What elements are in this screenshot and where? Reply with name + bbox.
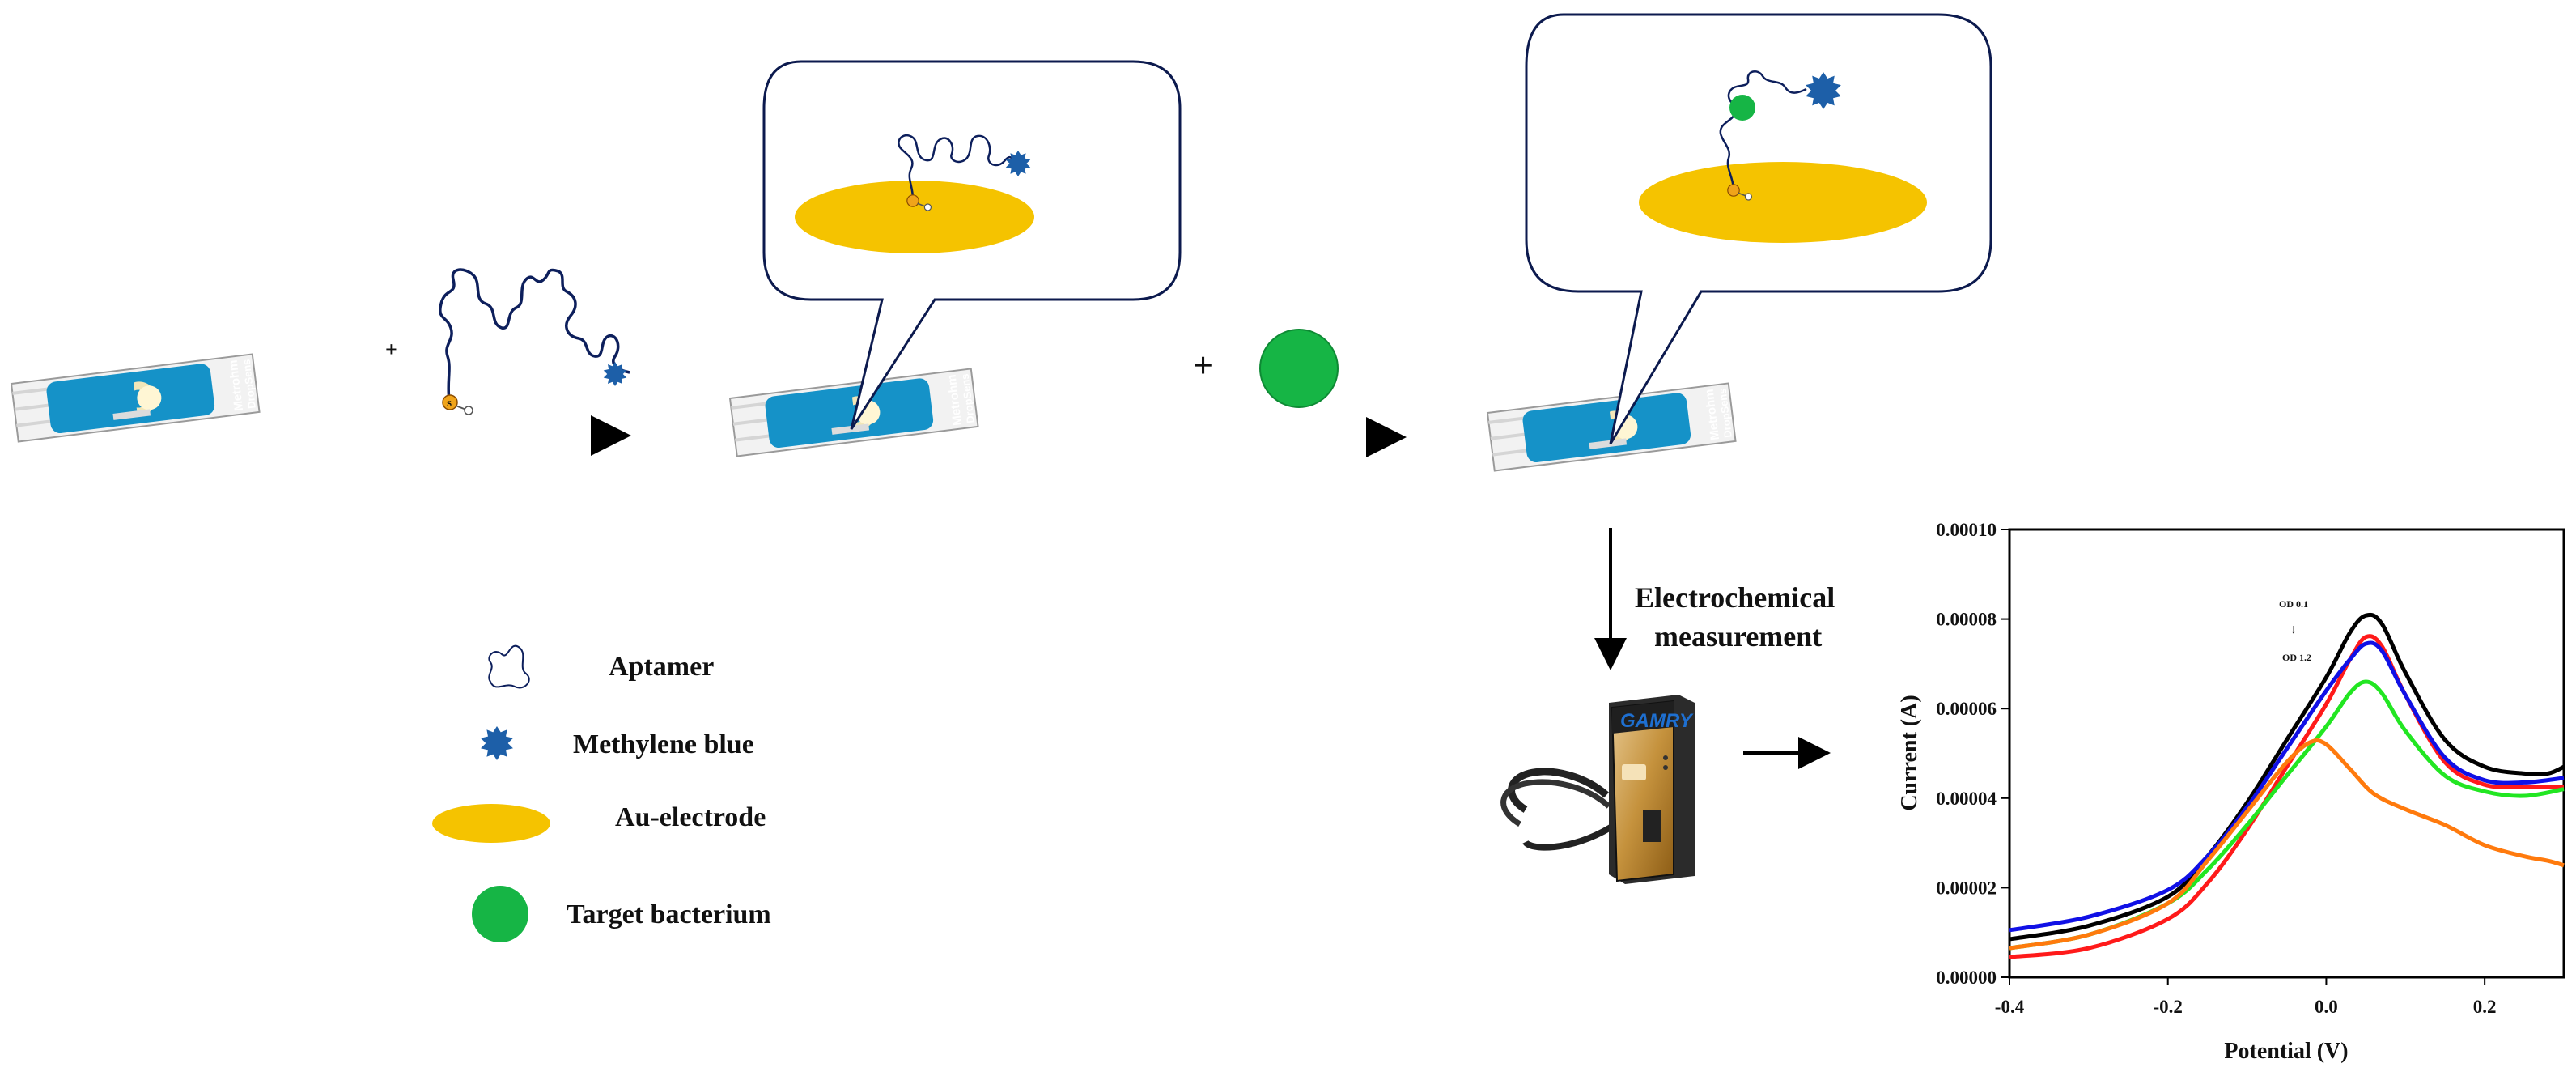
annotation-od-top: OD 0.1 [2279,598,2308,610]
chart-series-group [2009,612,2565,959]
aptamer-icon [488,644,530,689]
target-bacterium-icon [472,886,528,942]
series-line-4 [2009,679,2565,951]
bare-electrode-strip: Metrohm DropSens 220AT [11,353,278,443]
series-line-2 [2009,634,2565,959]
strip-line2-text: DropSens [240,359,258,410]
strip-line2-text: DropSens [959,373,977,424]
chart-ticks-group: -0.4 -0.2 0.0 0.2 0.00000 0.00002 0.00004 0.000… [1936,520,2496,1017]
y-tick-label: 0.00010 [1936,520,1997,540]
plot-frame [2008,528,2565,979]
legend-item-aptamer: Aptamer [488,644,714,689]
potentiostat-brand: GAMRY [1620,710,1694,732]
legend-item-methylene-blue: Methylene blue [481,726,754,760]
modified-electrode-strip: Metrohm DropSens 220AT [729,368,996,457]
callout-modified-electrode [762,60,1182,430]
legend-label-target-bacterium: Target bacterium [567,900,771,929]
legend-label-aptamer: Aptamer [609,652,714,682]
callout-bound-electrode [1525,13,1992,444]
voltammogram-chart: -0.4 -0.2 0.0 0.2 0.00000 0.00002 0.00004 0.000… [1897,520,2565,1064]
y-tick-label: 0.00000 [1936,968,1997,988]
measurement-label-line2: measurement [1654,620,1822,653]
aptamer-reagent: S [439,268,630,415]
series-line-1 [2009,612,2565,942]
x-tick-label: -0.2 [2154,997,2183,1017]
methylene-blue-icon [481,726,513,760]
legend-item-target-bacterium: Target bacterium [472,886,771,942]
y-axis-title: Current (A) [1897,695,1922,810]
x-tick-label: 0.0 [2315,997,2338,1017]
legend-item-au-electrode: Au-electrode [432,802,766,843]
annotation-od-bottom: OD 1.2 [2282,652,2311,663]
legend-label-au-electrode: Au-electrode [615,802,766,832]
legend-label-methylene-blue: Methylene blue [573,729,754,759]
y-tick-label: 0.00008 [1936,610,1997,630]
y-tick-label: 0.00002 [1936,878,1997,898]
y-tick-label: 0.00004 [1936,789,1997,809]
thiol-label: S [447,399,452,409]
au-electrode-surface [1639,162,1927,243]
measurement-label-line1: Electrochemical [1635,581,1835,614]
y-tick-label: 0.00006 [1936,699,1997,719]
au-electrode-surface [795,181,1034,253]
legend: Aptamer Methylene blue Au-electrode Targ… [432,644,771,942]
x-axis-title: Potential (V) [2224,1039,2348,1064]
potentiostat-device: GAMRY [1500,695,1695,884]
plus-sign-1: + [385,338,397,361]
methylene-blue-icon [603,362,627,386]
series-line-5 [2009,738,2565,951]
x-tick-label: 0.2 [2473,997,2497,1017]
x-tick-label: -0.4 [1995,997,2025,1017]
target-bacterium-reagent [1259,329,1339,408]
bound-bacterium-icon [1729,95,1755,121]
annotation-arrow: ↓ [2290,623,2297,636]
series-line-3 [2009,640,2565,933]
strip-line2-text: DropSens [1717,388,1734,439]
au-electrode-icon [432,804,550,843]
plus-sign-2: + [1193,346,1213,385]
